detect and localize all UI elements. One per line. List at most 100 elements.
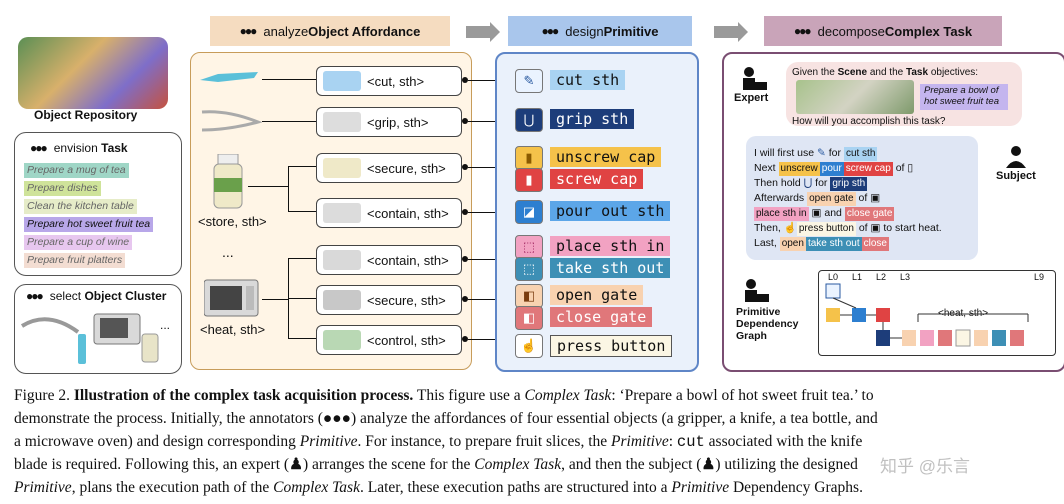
chip-open-gate: open gate (807, 192, 856, 206)
part-thumbnail-icon (323, 203, 361, 223)
microwave-icon (204, 279, 259, 317)
affordance-tag-label: <cut, sth> (367, 73, 425, 89)
header-prefix: analyze (263, 23, 309, 39)
primitive-icon: ✎ (515, 69, 543, 93)
affordance-tag: <grip, sth> (316, 107, 462, 137)
reply-line-3: Then hold ⋃ for grip sth (754, 177, 868, 191)
affordance-tag: <contain, sth> (316, 245, 462, 275)
connector (288, 166, 316, 167)
level-L9: L9 (1034, 272, 1045, 282)
header-prefix: decompose (817, 23, 885, 39)
reply-line-6: Then, ☝press button of ▣ to start heat. (754, 222, 942, 236)
chip-screw-cap: screw cap (843, 162, 893, 176)
caption-line-5: Primitive, plans the execution path of t… (14, 479, 863, 496)
primitive-label: place sth in (550, 236, 671, 256)
expert-icon: ♟ (289, 456, 303, 473)
question-text: How will you accomplish this task? (792, 116, 946, 127)
task-item: Prepare hot sweet fruit tea (24, 217, 154, 232)
right-arrow-icon (714, 22, 748, 42)
people-icon: ●●● (30, 141, 48, 155)
connector (468, 80, 508, 81)
affordance-tag-label: <control, sth> (367, 332, 446, 348)
knife-icon: ✎ (817, 147, 826, 159)
affordance-tag: <control, sth> (316, 325, 462, 355)
gripper-icon: ⋃ (803, 177, 813, 189)
cluster-ellipsis: ... (160, 318, 171, 332)
primitive-icon: ☝ (515, 334, 543, 358)
chip-unscrew: unscrew (778, 162, 820, 176)
caption-line-2: demonstrate the process. Initially, the … (14, 410, 878, 427)
task-item: Prepare a cup of wine (24, 235, 133, 250)
connector (288, 211, 316, 212)
reply-line-5: place sth in ▣ and close gate (754, 207, 895, 221)
chip-pour: pour (819, 162, 844, 176)
connector (468, 212, 508, 213)
primitive-icon: ⬚ (515, 235, 543, 259)
graph-node-screw (876, 308, 890, 322)
tea-bottle-icon (213, 154, 243, 209)
primitive-icon: ▮ (515, 146, 543, 170)
connector (262, 299, 288, 300)
connector (288, 166, 289, 212)
affordance-tag: <cut, sth> (316, 66, 462, 96)
caption-line-4: blade is required. Following this, an ex… (14, 456, 858, 473)
gripper-icon (20, 317, 80, 334)
watermark: 知乎 @乐言 (880, 457, 970, 476)
header-bold: Primitive (603, 23, 659, 39)
level-L2: L2 (876, 272, 887, 282)
people-icon: ●●● (239, 24, 258, 38)
chip-cut: cut sth (843, 147, 878, 161)
affordance-tag-label: <contain, sth> (367, 205, 449, 221)
right-arrow-icon (466, 22, 500, 42)
affordance-ellipsis: ... (222, 244, 234, 260)
graph-chain (902, 329, 1024, 347)
affordance-tag-label: <contain, sth> (367, 252, 449, 268)
task-item: Prepare fruit platters (24, 253, 126, 268)
connector (262, 121, 316, 122)
affordance-tag-label: <grip, sth> (367, 114, 429, 130)
task-item: Prepare dishes (24, 181, 101, 196)
task-bubble: Prepare a bowl of hot sweet fruit tea (920, 84, 1008, 110)
primitive-label: screw cap (550, 169, 644, 189)
envision-task-title: ●●●envision Task (30, 141, 128, 155)
expert-label: Expert (734, 92, 769, 104)
people-icon: ●●● (322, 410, 351, 427)
primitive-label: press button (550, 335, 673, 357)
affordance-tag-label: <secure, sth> (367, 160, 446, 176)
chip-press: press button (796, 222, 856, 236)
connector (288, 338, 316, 339)
primitive-label: cut sth (550, 70, 626, 90)
connector-dot (462, 296, 468, 302)
object-cluster-image (20, 313, 159, 364)
primitive-icon: ⋃ (515, 108, 543, 132)
microwave-icon: ▣ (870, 192, 881, 204)
affordance-tag: <contain, sth> (316, 198, 462, 228)
microwave-icon: ▣ (870, 222, 881, 234)
affordance-tag-label: <secure, sth> (367, 292, 446, 308)
caption-line-1: Figure 2. Illustration of the complex ta… (14, 387, 874, 404)
primitive-label: unscrew cap (550, 147, 662, 167)
graph-node-unscrew (826, 308, 840, 322)
connector (468, 167, 508, 168)
tea-bottle-icon (141, 333, 159, 363)
header-prefix: design (565, 23, 604, 39)
connector-dot (462, 256, 468, 262)
primitive-label: close gate (550, 307, 653, 327)
people-icon: ●●● (26, 289, 44, 303)
header-design-primitive: ●●● design Primitive (508, 16, 692, 46)
object-cluster-box (14, 284, 182, 374)
part-thumbnail-icon (323, 290, 361, 310)
primitive-label: open gate (550, 285, 644, 305)
affordance-tag: <secure, sth> (316, 153, 462, 183)
scene-image (796, 80, 914, 114)
given-text: Given the Scene and the Task objectives: (792, 67, 979, 78)
object-cluster-title: ●●●select Object Cluster (26, 289, 167, 303)
level-L1: L1 (852, 272, 863, 282)
connector-dot (462, 77, 468, 83)
header-analyze-affordance: ●●● analyze Object Affordance (210, 16, 450, 46)
microwave-icon: ▣ (811, 207, 822, 219)
part-thumbnail-icon (323, 330, 361, 350)
connector (468, 121, 508, 122)
